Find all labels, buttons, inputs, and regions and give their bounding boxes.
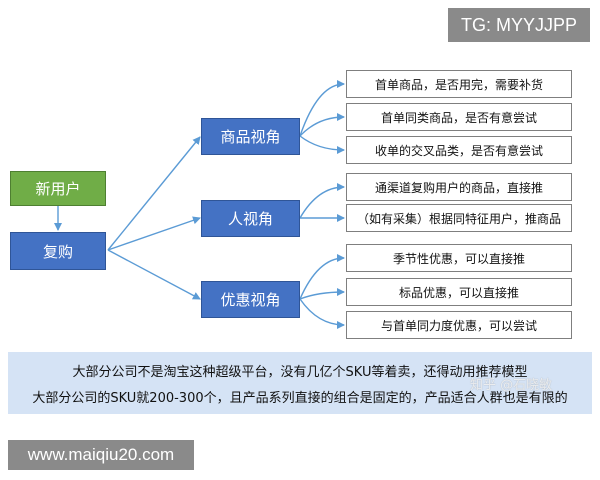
leaf-product-1: 首单商品，是否用完，需要补货 xyxy=(346,70,572,98)
leaf-person-1-text: 通渠道复购用户的商品，直接推 xyxy=(374,180,543,195)
note-band: 大部分公司不是淘宝这种超级平台，没有几亿个SKU等着卖，还得动用推荐模型 大部分… xyxy=(8,352,592,414)
arrow-repurchase-to-product xyxy=(107,136,201,251)
watermark-bottom-left: www.maiqiu20.com xyxy=(8,440,194,470)
zhihu-watermark: 知乎 @石晓敏 xyxy=(470,378,553,393)
watermark-top-right: TG: MYYJJPP xyxy=(448,8,590,42)
leaf-product-3-text: 收单的交叉品类，是否有意尝试 xyxy=(374,143,543,158)
leaf-discount-1-text: 季节性优惠，可以直接推 xyxy=(392,251,525,266)
leaf-product-2-text: 首单同类商品，是否有意尝试 xyxy=(380,110,537,125)
node-new-user: 新用户 xyxy=(10,171,106,206)
note-line-1: 大部分公司不是淘宝这种超级平台，没有几亿个SKU等着卖，还得动用推荐模型 xyxy=(72,365,528,380)
node-product-perspective: 商品视角 xyxy=(201,118,300,155)
arrow-discount-leaf-2 xyxy=(299,288,345,300)
arrow-product-leaf-3 xyxy=(299,135,345,154)
leaf-person-1: 通渠道复购用户的商品，直接推 xyxy=(346,173,572,201)
leaf-discount-1: 季节性优惠，可以直接推 xyxy=(346,244,572,272)
leaf-discount-3-text: 与首单同力度优惠，可以尝试 xyxy=(380,318,537,333)
leaf-discount-2-text: 标品优惠，可以直接推 xyxy=(398,285,519,300)
node-repurchase: 复购 xyxy=(10,232,106,270)
leaf-product-1-text: 首单商品，是否用完，需要补货 xyxy=(374,77,543,92)
leaf-discount-3: 与首单同力度优惠，可以尝试 xyxy=(346,311,572,339)
leaf-person-2: （如有采集）根据同特征用户，推商品 xyxy=(346,204,572,232)
arrow-repurchase-to-discount xyxy=(107,249,201,300)
arrow-repurchase-to-person xyxy=(107,216,201,251)
arrow-discount-leaf-1 xyxy=(299,254,345,300)
node-discount-perspective: 优惠视角 xyxy=(201,281,300,318)
arrow-product-leaf-1 xyxy=(299,80,345,137)
note-line-2: 大部分公司的SKU就200-300个，且产品系列直接的组合是固定的，产品适合人群… xyxy=(32,391,568,406)
leaf-product-2: 首单同类商品，是否有意尝试 xyxy=(346,103,572,131)
node-product-perspective-label: 商品视角 xyxy=(220,128,281,146)
leaf-product-3: 收单的交叉品类，是否有意尝试 xyxy=(346,136,572,164)
leaf-person-2-text: （如有采集）根据同特征用户，推商品 xyxy=(356,211,561,226)
node-discount-perspective-label: 优惠视角 xyxy=(220,291,281,309)
node-person-perspective: 人视角 xyxy=(201,200,300,237)
node-new-user-label: 新用户 xyxy=(35,180,81,198)
leaf-discount-2: 标品优惠，可以直接推 xyxy=(346,278,572,306)
arrow-discount-leaf-3 xyxy=(299,298,345,329)
node-repurchase-label: 复购 xyxy=(42,242,73,261)
node-person-perspective-label: 人视角 xyxy=(227,210,273,228)
arrow-product-leaf-2 xyxy=(299,113,345,137)
arrow-person-leaf-1 xyxy=(299,183,345,219)
